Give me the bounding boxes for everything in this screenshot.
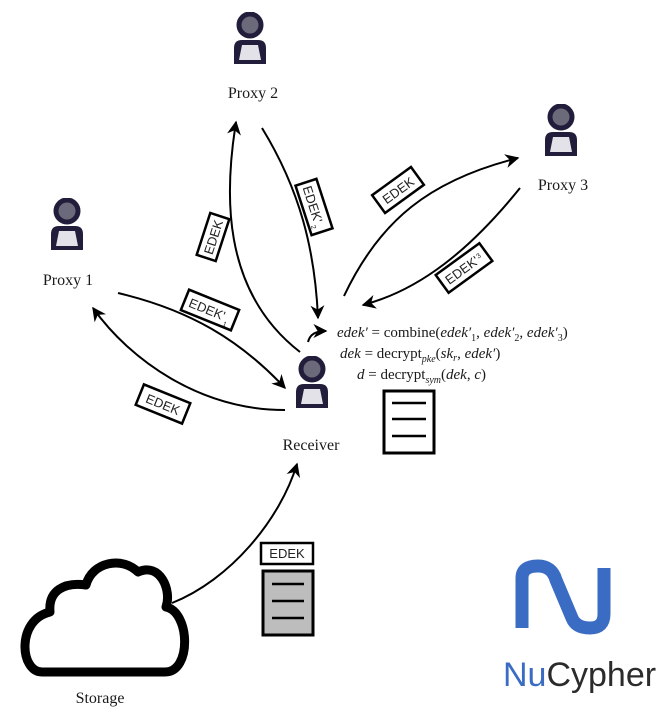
svg-text:3: 3 [475,252,482,260]
storage-node: Storage [20,558,190,707]
proxy-3-label: Proxy 3 [538,177,588,194]
storage-label: Storage [76,690,125,707]
receiver-label: Receiver [283,437,341,454]
arrow-proxy1-to-receiver [117,292,286,390]
svg-text:EDEK: EDEK [269,546,305,561]
nu-logo-icon [515,559,611,635]
equation-decrypt-pke: dek = decryptpke(skr, edek′) [340,346,500,365]
proxy-3-node: Proxy 3 [538,106,588,194]
edek-tag-to-proxy3: EDEK [370,165,426,215]
user-icon [51,200,83,250]
proxy-1-label: Proxy 1 [43,272,93,289]
nucypher-wordmark: NuCypher [503,656,656,694]
proxy-2-node: Proxy 2 [228,14,278,102]
edek-prime-tag-from-proxy3: EDEK' 3 [433,241,495,295]
cloud-icon [20,558,190,677]
decrypted-document-icon [382,389,436,455]
proxy-2-label: Proxy 2 [228,85,278,102]
arrow-proxy3-to-receiver [361,187,521,309]
arrow-receiver-to-proxy1 [92,306,286,411]
proxy-1-node: Proxy 1 [43,200,93,289]
equation-decrypt-sym: d = decryptsym(dek, c) [357,367,486,386]
receiver-node: Receiver [283,358,341,454]
encrypted-document-icon [261,569,315,637]
arrow-proxy2-to-receiver [261,127,325,320]
edek-prime-tag-from-proxy2: EDEK' 2 [293,177,335,237]
arrow-receiver-to-proxy3 [343,154,520,297]
storage-edek-tag: EDEK [259,541,315,566]
user-icon [296,358,328,408]
arrow-receiver-to-equations [307,324,328,343]
svg-text:1: 1 [221,321,227,329]
edek-tag-to-proxy1: EDEK [134,382,192,426]
arrow-receiver-to-proxy2 [227,120,301,353]
nucypher-logo: NuCypher [503,559,656,694]
equation-combine: edek′ = combine(edek′1, edek′2, edek′3) [337,325,568,344]
edek-tag-to-proxy2: EDEK [195,211,231,263]
user-icon [545,106,577,156]
user-icon [234,14,266,64]
edek-prime-tag-from-proxy1: EDEK' 1 [179,288,241,332]
arrow-storage-to-receiver [171,462,301,604]
svg-text:2: 2 [309,224,317,230]
